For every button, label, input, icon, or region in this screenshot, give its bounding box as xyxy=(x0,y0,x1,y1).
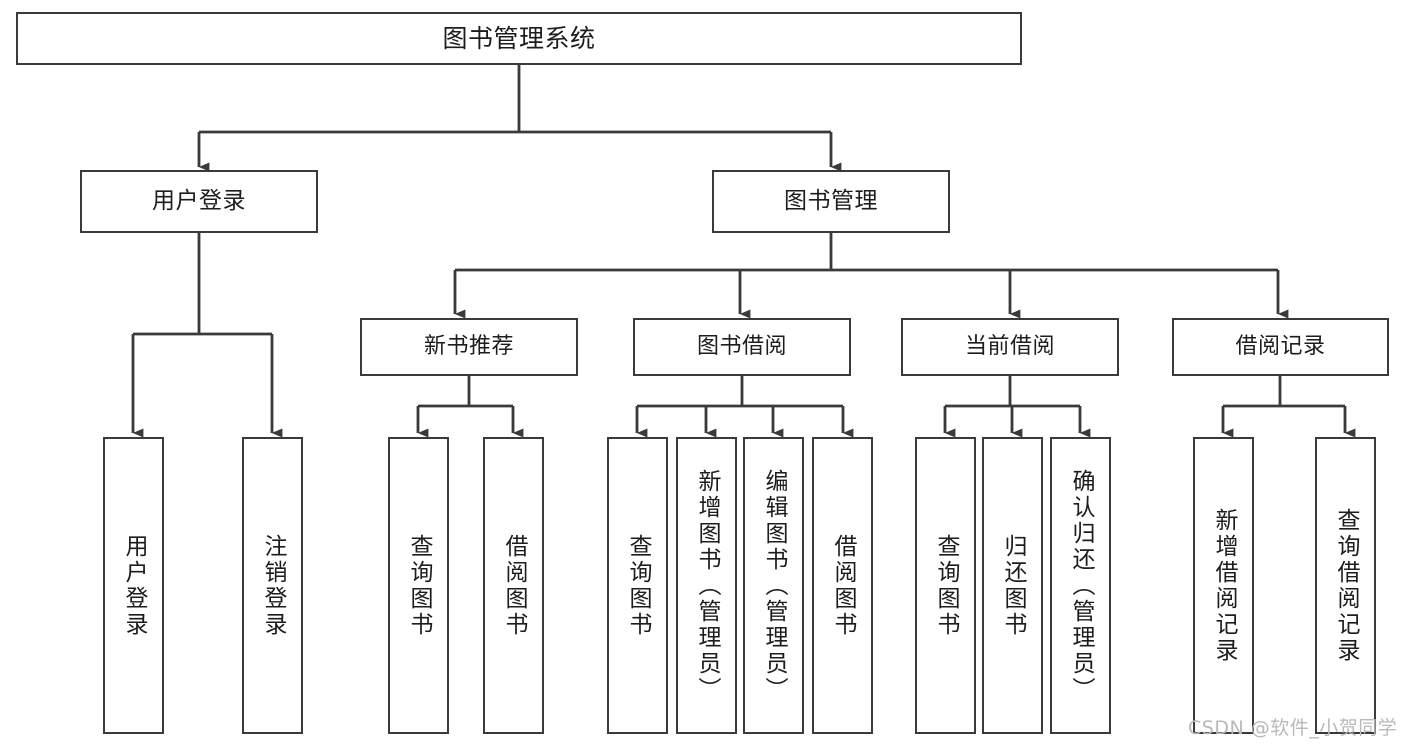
node-label: 当前借阅 xyxy=(964,334,1055,360)
node-label: 借阅记录 xyxy=(1235,334,1326,360)
node-label: 图书管理 xyxy=(784,187,878,214)
leaf-record-query[interactable]: 查询借阅记录 xyxy=(1315,437,1376,734)
node-label: 注销登录 xyxy=(260,533,286,638)
node-borrow-record[interactable]: 借阅记录 xyxy=(1172,318,1389,376)
node-label: 查询图书 xyxy=(625,533,651,638)
node-current-borrow[interactable]: 当前借阅 xyxy=(901,318,1119,376)
node-book-management[interactable]: 图书管理 xyxy=(712,170,950,233)
leaf-borrow-query-book[interactable]: 查询图书 xyxy=(607,437,668,734)
leaf-borrow-borrow-book[interactable]: 借阅图书 xyxy=(812,437,873,734)
node-label: 图书管理系统 xyxy=(442,23,596,53)
node-root-system[interactable]: 图书管理系统 xyxy=(16,12,1022,65)
node-label: 编辑图书（管理员） xyxy=(761,468,787,703)
node-new-book-recommend[interactable]: 新书推荐 xyxy=(360,318,578,376)
node-label: 借阅图书 xyxy=(830,533,856,638)
node-label: 新增借阅记录 xyxy=(1211,507,1237,664)
node-label: 借阅图书 xyxy=(501,533,527,638)
node-label: 查询图书 xyxy=(406,533,432,638)
node-label: 查询借阅记录 xyxy=(1333,507,1359,664)
node-book-borrow[interactable]: 图书借阅 xyxy=(633,318,851,376)
node-label: 用户登录 xyxy=(152,187,246,214)
node-label: 新书推荐 xyxy=(423,334,514,360)
node-label: 图书借阅 xyxy=(696,334,787,360)
leaf-current-confirm-return[interactable]: 确认归还（管理员） xyxy=(1050,437,1111,734)
leaf-borrow-edit-book[interactable]: 编辑图书（管理员） xyxy=(743,437,804,734)
leaf-record-add[interactable]: 新增借阅记录 xyxy=(1193,437,1254,734)
leaf-current-query-book[interactable]: 查询图书 xyxy=(915,437,976,734)
leaf-new-book-borrow[interactable]: 借阅图书 xyxy=(483,437,544,734)
leaf-user-login-login[interactable]: 用户登录 xyxy=(103,437,164,734)
node-label: 确认归还（管理员） xyxy=(1068,468,1094,703)
node-label: 新增图书（管理员） xyxy=(694,468,720,703)
node-label: 查询图书 xyxy=(933,533,959,638)
leaf-borrow-add-book[interactable]: 新增图书（管理员） xyxy=(676,437,737,734)
node-user-login[interactable]: 用户登录 xyxy=(80,170,318,233)
leaf-new-book-query[interactable]: 查询图书 xyxy=(388,437,449,734)
node-label: 用户登录 xyxy=(121,533,147,638)
leaf-current-return-book[interactable]: 归还图书 xyxy=(982,437,1043,734)
node-label: 归还图书 xyxy=(1000,533,1026,638)
leaf-user-login-logout[interactable]: 注销登录 xyxy=(242,437,303,734)
